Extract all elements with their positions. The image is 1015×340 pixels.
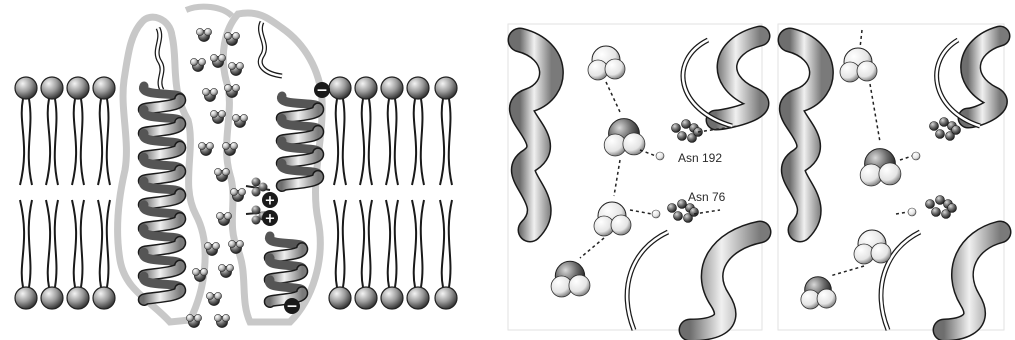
lipid-headgroup-icon [355,77,377,185]
svg-text:−: − [286,299,298,315]
lipid-headgroup-icon [15,77,37,185]
positive-charge-badge-lower: + [262,210,278,227]
svg-text:−: − [316,83,328,99]
svg-text:+: + [265,194,276,209]
water-molecule-icon [206,292,221,305]
negative-charge-badge-bottom: − [284,298,300,315]
water-molecule-icon [190,58,205,71]
lipid-headgroup-icon [381,77,403,185]
water-molecule-icon [210,110,225,123]
lipid-bilayer-left [15,77,115,309]
asn-192-label: Asn 192 [678,151,722,165]
negative-charge-badge-top: − [314,82,330,99]
lipid-headgroup-icon [67,200,89,309]
loop-strand-right-inner [260,22,282,76]
water-molecule-icon [228,62,243,75]
water-molecule-icon [232,114,247,127]
lipid-headgroup-icon [41,200,63,309]
lipid-headgroup-icon [407,77,429,185]
lipid-headgroup-icon [329,77,351,185]
lipid-bilayer-right [329,77,457,309]
water-molecule-icon [202,88,217,101]
lipid-headgroup-icon [435,200,457,309]
lipid-headgroup-icon [93,77,115,185]
channel-panel: + + − − [15,7,457,328]
helix-ribbon [143,86,180,300]
water-molecule-icon [186,314,201,327]
lipid-headgroup-icon [15,200,37,309]
helix-ribbon [281,96,318,186]
water-column [186,28,247,327]
lipid-headgroup-icon [435,77,457,185]
detail-panel-water [778,24,1004,330]
water-molecule-icon [196,28,211,41]
water-molecule-icon [218,264,233,277]
svg-text:+: + [265,212,276,227]
detail-panel-asn [508,24,762,330]
asn-76-label: Asn 76 [688,190,725,204]
positive-charge-badge-upper: + [262,192,278,209]
water-molecule-icon [214,168,229,181]
lipid-headgroup-icon [93,200,115,309]
helix-ribbon [269,236,302,302]
lipid-headgroup-icon [41,77,63,185]
lipid-headgroup-icon [381,200,403,309]
lipid-headgroup-icon [67,77,89,185]
lipid-headgroup-icon [329,200,351,309]
water-molecule-icon [198,142,213,155]
protein-surface-halo-mid [186,7,232,16]
water-molecule-icon [214,314,229,327]
lipid-headgroup-icon [407,200,429,309]
lipid-headgroup-icon [355,200,377,309]
